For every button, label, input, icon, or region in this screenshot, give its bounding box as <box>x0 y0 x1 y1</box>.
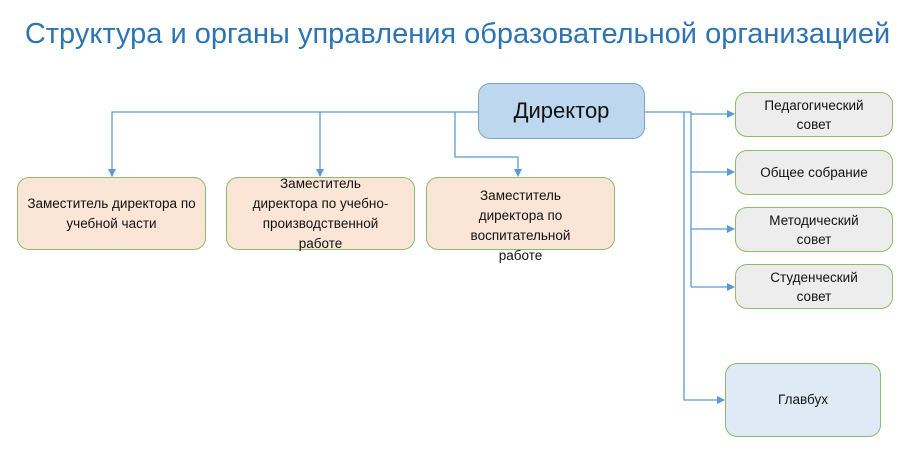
accountant-box: Главбух <box>725 363 881 437</box>
deputy-production-box: Заместитель директора по учебно-производ… <box>226 176 415 251</box>
council-student-box: Студенческий совет <box>735 264 893 309</box>
diagram-title: Структура и органы управления образовате… <box>24 18 891 50</box>
council-methodical-box: Методический совет <box>735 207 893 252</box>
deputy-academic-box: Заместитель директора по учебной части <box>17 177 206 250</box>
council-general-meeting-box: Общее собрание <box>735 150 893 195</box>
director-box: Директор <box>478 83 645 139</box>
council-pedagogical-box: Педагогический совет <box>735 92 893 137</box>
connector-deputy-3 <box>454 112 522 177</box>
connector-deputy-1 <box>108 111 478 177</box>
deputy-upbringing-box: Заместитель директора по воспитательной … <box>426 177 615 263</box>
connector-accountant <box>683 112 725 404</box>
